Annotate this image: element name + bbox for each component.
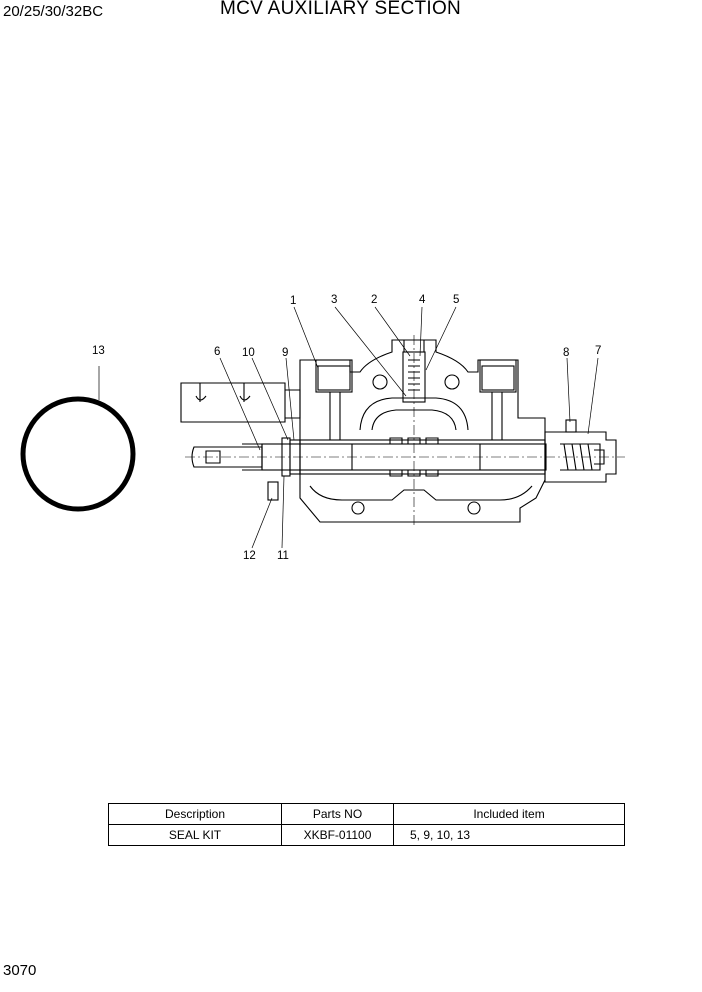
valve-body — [180, 339, 617, 523]
cell-part-no: XKBF-01100 — [281, 824, 394, 846]
callout-4: 4 — [419, 294, 426, 306]
column-header-description: Description — [108, 803, 282, 825]
callout-10: 10 — [242, 347, 255, 359]
parts-table: Description Parts NO Included item SEAL … — [108, 803, 625, 846]
callout-7: 7 — [595, 345, 601, 357]
cell-description: SEAL KIT — [108, 824, 282, 846]
page-title: MCV AUXILIARY SECTION — [220, 0, 462, 19]
callout-11: 11 — [277, 550, 289, 562]
callout-5: 5 — [453, 294, 459, 306]
column-header-included-item: Included item — [393, 803, 625, 825]
page-number: 3070 — [3, 962, 37, 979]
model-label: 20/25/30/32BC — [3, 3, 104, 20]
table-row: SEAL KIT XKBF-01100 5, 9, 10, 13 — [108, 824, 625, 846]
callout-2: 2 — [371, 294, 377, 306]
callout-8: 8 — [563, 347, 569, 359]
callout-12: 12 — [243, 550, 256, 562]
column-header-parts-no: Parts NO — [281, 803, 394, 825]
callout-9: 9 — [282, 347, 288, 359]
callout-13: 13 — [92, 345, 105, 357]
callout-3: 3 — [331, 294, 337, 306]
cell-included-items: 5, 9, 10, 13 — [393, 824, 625, 846]
table-header-row: Description Parts NO Included item — [108, 803, 625, 825]
o-ring — [20, 396, 136, 512]
callout-6: 6 — [214, 346, 220, 358]
callout-1: 1 — [290, 295, 296, 307]
